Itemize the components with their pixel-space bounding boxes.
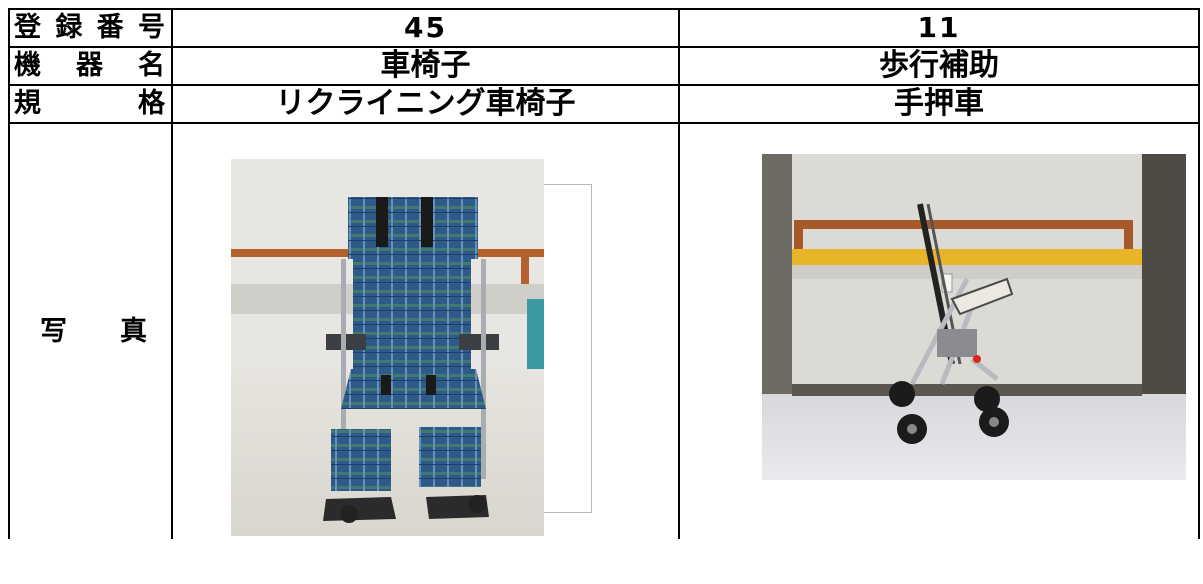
- equipment-table: 登 録 番 号 45 11 機 器 名 車椅子 歩行補助 規 格 リクライニング…: [8, 8, 1200, 539]
- label-char: 写: [40, 315, 67, 347]
- photo-cell-1: [171, 122, 680, 539]
- label-photo: 写 真: [8, 122, 173, 539]
- row-equipment-name: 機 器 名 車椅子 歩行補助: [8, 46, 1200, 86]
- row-registration-number: 登 録 番 号 45 11: [8, 8, 1200, 48]
- label-char: 規: [14, 88, 41, 119]
- equipment-sheet: 登 録 番 号 45 11 機 器 名 車椅子 歩行補助 規 格 リクライニング…: [8, 8, 1200, 584]
- label-char: 登: [14, 12, 41, 43]
- registration-number-2: 11: [678, 8, 1200, 48]
- label-char: 名: [138, 50, 165, 81]
- registration-number-1: 45: [171, 8, 680, 48]
- walker-cart-photo: [762, 154, 1186, 480]
- label-specification: 規 格: [8, 84, 173, 124]
- label-equipment-name: 機 器 名: [8, 46, 173, 86]
- specification-1: リクライニング車椅子: [171, 84, 680, 124]
- equipment-name-2: 歩行補助: [678, 46, 1200, 86]
- reclining-wheelchair-photo: [231, 159, 544, 536]
- label-char: 格: [138, 88, 165, 119]
- label-char: 号: [137, 12, 165, 43]
- label-char: 番: [96, 12, 124, 43]
- row-specification: 規 格 リクライニング車椅子 手押車: [8, 84, 1200, 124]
- specification-2: 手押車: [678, 84, 1200, 124]
- label-char: 真: [120, 315, 147, 347]
- label-char: 録: [55, 12, 83, 43]
- label-char: 器: [76, 50, 103, 81]
- equipment-name-1: 車椅子: [171, 46, 680, 86]
- row-photo: 写 真: [8, 122, 1200, 539]
- label-registration-number: 登 録 番 号: [8, 8, 173, 48]
- photo-cell-2: [678, 122, 1200, 539]
- label-char: 機: [14, 50, 41, 81]
